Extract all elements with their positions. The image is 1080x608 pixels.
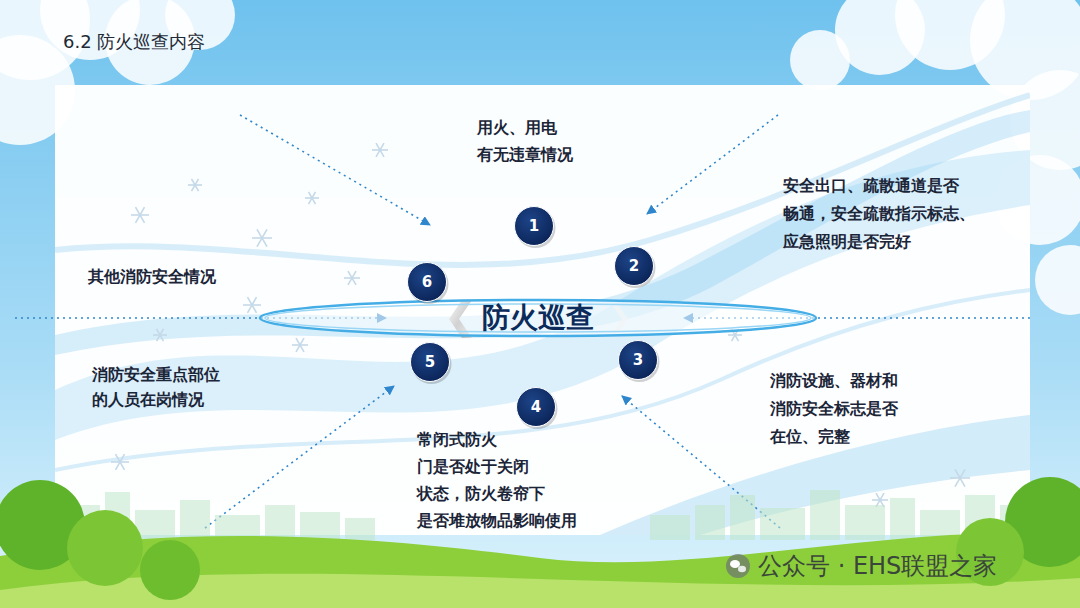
blue-wave <box>55 150 1030 440</box>
snowflake-arm <box>248 297 257 313</box>
ellipse-ring <box>260 300 816 336</box>
snowflake-arm <box>157 329 164 341</box>
snowflake <box>188 179 202 191</box>
wave-line <box>55 95 1030 265</box>
callout-number: 3 <box>633 352 643 369</box>
city-building <box>695 505 725 540</box>
snowflake-arm <box>116 454 125 470</box>
city-building <box>300 512 340 540</box>
snowflake-arm <box>192 179 199 191</box>
snowflake-arm <box>136 207 145 223</box>
dotted-pointer <box>240 115 430 225</box>
city-building <box>890 498 915 540</box>
snowflake <box>292 338 308 352</box>
snowflake-arm <box>296 338 304 352</box>
wave-line <box>55 290 1030 470</box>
snowflake <box>372 143 388 157</box>
snowflake <box>153 329 167 341</box>
snowflake-arm <box>348 271 356 285</box>
snowflake-arm <box>192 179 199 191</box>
snowflake-arm <box>876 493 884 507</box>
snowflake-arm <box>257 229 267 246</box>
white-panel <box>55 85 1030 535</box>
snowflake-arm <box>348 271 356 285</box>
city-building <box>845 505 885 540</box>
snowflake-arm <box>376 143 384 157</box>
city-building <box>180 500 210 540</box>
callout-number: 5 <box>425 354 435 371</box>
city-building <box>135 510 175 540</box>
dotted-pointer <box>647 115 778 214</box>
check-item-text: 用火、用电 有无违章情况 <box>477 114 581 168</box>
slide-title: 6.2 防火巡查内容 <box>63 30 205 54</box>
green-hill <box>0 533 1080 608</box>
snowflake <box>243 297 261 313</box>
check-item-text: 其他消防安全情况 <box>88 264 224 290</box>
wechat-bubble <box>738 566 746 572</box>
wechat-bubble <box>730 560 740 568</box>
circle-disc <box>408 263 447 302</box>
city-building <box>650 515 690 540</box>
number-circle: 5 <box>410 342 450 382</box>
callout-number: 1 <box>529 218 539 235</box>
check-item-text: 消防设施、器材和 消防安全标志是否 在位、完整 <box>770 367 906 451</box>
circle-disc <box>517 388 556 427</box>
snowflake-arm <box>157 329 164 341</box>
snowflake <box>305 192 319 204</box>
wechat-icon <box>726 554 750 578</box>
number-circle: 2 <box>614 246 654 286</box>
snowflake-arm <box>296 338 304 352</box>
snowflake <box>252 229 272 246</box>
watermark: 公众号 · EHS联盟之家 <box>758 551 997 581</box>
check-item-text: 消防安全重点部位 的人员在岗情况 <box>92 362 228 412</box>
snowflake-arm <box>116 454 125 470</box>
check-item-text: 常闭式防火 门是否处于关闭 状态，防火卷帘下 是否堆放物品影响使用 <box>417 426 585 534</box>
snowflake <box>950 469 970 486</box>
snowflake <box>344 271 360 285</box>
city-building <box>760 508 805 540</box>
number-circle: 4 <box>516 387 556 427</box>
callout-number: 6 <box>422 274 432 291</box>
callout-number: 2 <box>629 258 639 275</box>
cloud <box>1035 245 1080 315</box>
check-item-text: 安全出口、疏散通道是否 畅通，安全疏散指示标志、 应急照明是否完好 <box>783 172 983 256</box>
snowflake-arm <box>248 297 257 313</box>
snowflake-arm <box>376 143 384 157</box>
callout-number: 4 <box>531 399 541 416</box>
topic-ellipse: 防火巡查 <box>258 298 818 338</box>
wave-group <box>55 95 1030 535</box>
number-circle: 1 <box>514 206 554 246</box>
bush <box>140 540 200 600</box>
snowflake-arm <box>309 192 316 204</box>
cloud <box>790 30 850 90</box>
wechat-icon-disc <box>726 554 750 578</box>
topic-text: 防火巡查 <box>482 303 594 334</box>
circle-disc <box>515 207 554 246</box>
circle-disc <box>619 341 658 380</box>
bush <box>67 510 143 586</box>
snowflake <box>111 454 129 470</box>
city-building <box>265 505 295 540</box>
city-building <box>810 490 840 540</box>
snowflake-arm <box>876 493 884 507</box>
snowflake-arm <box>955 469 965 486</box>
snowflake-arm <box>955 469 965 486</box>
number-circle: 3 <box>618 340 658 380</box>
city-building <box>730 495 755 540</box>
city-building <box>345 518 375 540</box>
snowflake <box>872 493 888 507</box>
snowflake-arm <box>136 207 145 223</box>
snowflake-arm <box>257 229 267 246</box>
snowflake <box>131 207 149 223</box>
circle-disc <box>615 247 654 286</box>
number-circle: 6 <box>407 262 447 302</box>
snowflake-arm <box>309 192 316 204</box>
dotted-pointer <box>205 386 394 528</box>
circle-disc <box>411 343 450 382</box>
